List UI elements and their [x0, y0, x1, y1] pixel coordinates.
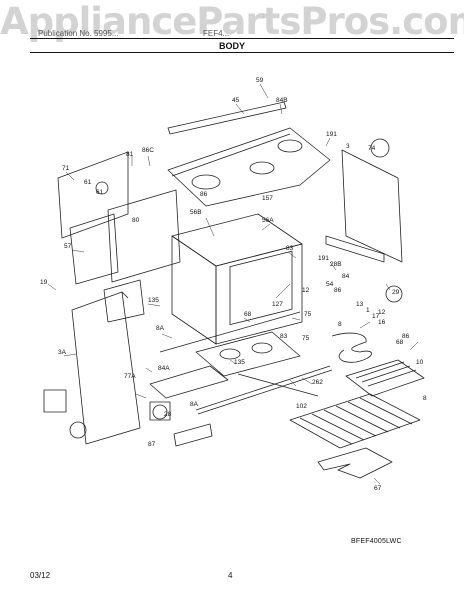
left-panel-lower — [69, 213, 119, 285]
right-side-panel — [341, 149, 403, 263]
callout-8a: 8A — [156, 325, 165, 332]
callout-45: 45 — [232, 97, 240, 104]
callout-1: 1 — [366, 307, 370, 314]
publication-number: Publication No. 5995... — [38, 29, 119, 38]
callout-86: 86 — [334, 287, 342, 294]
junction-box — [43, 389, 67, 413]
callout-10: 10 — [416, 359, 424, 366]
model-number: FEF4... — [203, 29, 230, 38]
control-bracket — [103, 279, 145, 323]
rear-trim-strip — [167, 101, 287, 135]
callout-59: 59 — [256, 77, 264, 84]
callout-157: 157 — [262, 195, 273, 202]
callout-135: 135 — [148, 297, 159, 304]
callout-17: 17 — [372, 313, 380, 320]
callout-61: 61 — [84, 179, 92, 186]
callout-84b: 84B — [276, 97, 288, 104]
callout-75: 75 — [302, 335, 310, 342]
callout-127: 127 — [272, 301, 283, 308]
callout-12: 12 — [378, 309, 386, 316]
callout-68: 68 — [244, 311, 252, 318]
callout-54: 54 — [326, 281, 334, 288]
callout-86: 86 — [200, 191, 208, 198]
side-rail — [237, 373, 319, 397]
oven-floor — [195, 331, 301, 377]
broil-element — [331, 332, 372, 363]
callout-86c: 86C — [142, 147, 154, 154]
callout-61: 61 — [96, 189, 104, 196]
callout-71: 71 — [62, 165, 70, 172]
callout-67: 67 — [374, 485, 382, 492]
callout-28: 28 — [164, 411, 172, 418]
left-side-panel — [71, 291, 141, 445]
callout-83: 83 — [280, 333, 288, 340]
broiler-pan — [345, 359, 425, 397]
cooktop-panel — [167, 127, 331, 207]
callout-84a: 84A — [158, 365, 170, 372]
drawer-panel — [149, 365, 229, 399]
header-rule-bottom — [30, 52, 454, 53]
callout-3a: 3A — [58, 349, 67, 356]
callout-81: 81 — [126, 151, 134, 158]
terminal-block — [149, 401, 171, 421]
callout-86: 86 — [402, 333, 410, 340]
front-rail — [159, 311, 301, 353]
callout-262: 262 — [312, 379, 323, 386]
oven-front-frame — [229, 250, 293, 326]
bake-element — [317, 447, 393, 479]
callout-191: 191 — [318, 255, 329, 262]
oven-body — [171, 213, 303, 267]
header-rule-top — [30, 38, 454, 39]
callout-8: 8 — [338, 321, 342, 328]
callout-3: 3 — [346, 143, 350, 150]
watermark: AppliancePartsPros.com — [0, 0, 464, 43]
footer-date: 03/12 — [30, 571, 51, 580]
back-panel — [57, 151, 129, 239]
callout-75: 75 — [304, 311, 312, 318]
callout-83: 83 — [286, 245, 294, 252]
callout-29: 29 — [392, 289, 400, 296]
callout-77a: 77A — [124, 373, 136, 380]
callout-74: 74 — [368, 145, 376, 152]
callout-87: 87 — [148, 441, 156, 448]
callout-57: 57 — [64, 243, 72, 250]
callout-80: 80 — [132, 217, 140, 224]
rear-wiring-panel — [107, 189, 181, 283]
callout-191: 191 — [326, 131, 337, 138]
callout-8: 8 — [423, 395, 427, 402]
bracket-right — [325, 235, 385, 263]
oven-rack — [289, 393, 421, 449]
callout-28b: 28B — [330, 261, 342, 268]
callout-12: 12 — [302, 287, 310, 294]
callout-13: 13 — [356, 301, 364, 308]
diagram-code: BFEF4005LWC — [351, 538, 402, 545]
callout-56b: 56B — [190, 209, 202, 216]
callout-16: 16 — [378, 319, 386, 326]
callout-68: 68 — [396, 339, 404, 346]
callout-8a: 8A — [190, 401, 199, 408]
callout-56a: 56A — [262, 217, 274, 224]
section-title: BODY — [218, 41, 245, 51]
hinge-bracket — [173, 423, 213, 447]
callout-19: 19 — [40, 279, 48, 286]
callout-135: 135 — [234, 359, 245, 366]
callout-84: 84 — [342, 273, 350, 280]
footer-page-number: 4 — [228, 571, 233, 580]
callout-102: 102 — [296, 403, 307, 410]
